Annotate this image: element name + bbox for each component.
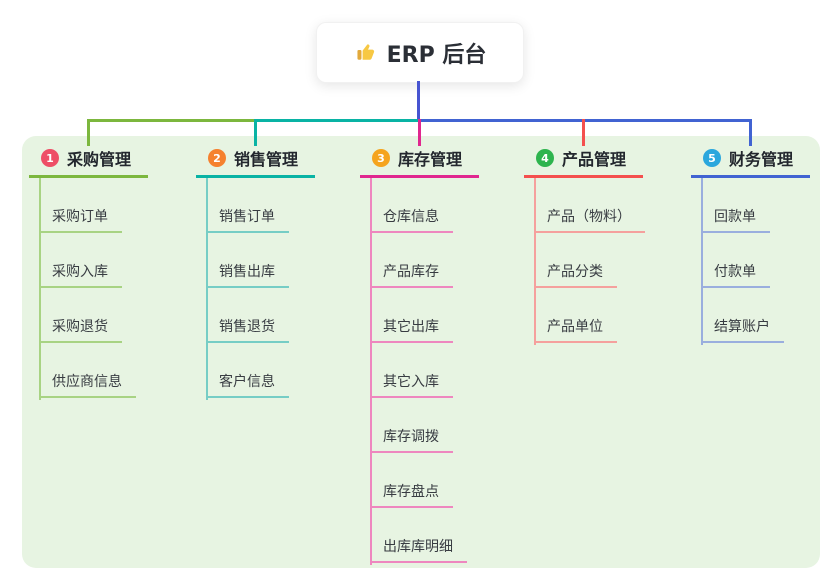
branch-number-badge: 5 (703, 149, 721, 167)
branch-spine-line (701, 178, 703, 345)
child-node-label: 出库库明细 (370, 536, 467, 563)
child-node[interactable]: 产品库存 (360, 233, 479, 288)
branch-children-product: 产品（物料） 产品分类产品单位 (524, 178, 645, 345)
child-node[interactable]: 库存盘点 (360, 453, 479, 508)
child-node[interactable]: 供应商信息 (29, 343, 148, 398)
branch-spine-line (370, 178, 372, 565)
child-node[interactable]: 回款单 (691, 178, 810, 233)
child-node[interactable]: 采购退货 (29, 288, 148, 343)
branch-drop-inventory (417, 119, 421, 146)
child-node[interactable]: 销售出库 (196, 233, 315, 288)
branch-sales: 2 销售管理销售订单销售出库销售退货客户信息 (196, 146, 315, 400)
root-connector-line (417, 81, 420, 122)
child-node-label: 回款单 (701, 206, 770, 233)
child-node-label: 采购入库 (39, 261, 122, 288)
child-node[interactable]: 采购订单 (29, 178, 148, 233)
child-node[interactable]: 销售订单 (196, 178, 315, 233)
bus-segment-green (86, 119, 257, 122)
branch-procurement: 1 采购管理采购订单采购入库采购退货供应商信息 (29, 146, 148, 400)
root-node-label: ERP 后台 (386, 42, 487, 68)
branch-node-label: 财务管理 (729, 150, 794, 169)
branch-node-inventory[interactable]: 3 库存管理 (360, 146, 479, 178)
branch-number-badge: 4 (536, 149, 554, 167)
branch-node-label: 采购管理 (67, 150, 132, 169)
bus-segment-teal (253, 119, 421, 122)
branch-spine-line (39, 178, 41, 400)
child-node-label: 销售订单 (206, 206, 289, 233)
branch-children-procurement: 采购订单采购入库采购退货供应商信息 (29, 178, 148, 400)
branch-inventory: 3 库存管理仓库信息产品库存其它出库其它入库库存调拨库存盘点出库库明细 (360, 146, 479, 565)
child-node[interactable]: 产品（物料） (524, 178, 645, 233)
child-node-label: 供应商信息 (39, 371, 136, 398)
branch-number-badge: 1 (41, 149, 59, 167)
child-node[interactable]: 仓库信息 (360, 178, 479, 233)
child-node-label: 产品单位 (534, 316, 617, 343)
child-node[interactable]: 销售退货 (196, 288, 315, 343)
thumbs-up-icon (354, 41, 377, 64)
child-node-label: 其它出库 (370, 316, 453, 343)
branch-node-label: 销售管理 (234, 150, 299, 169)
child-node[interactable]: 结算账户 (691, 288, 810, 343)
branch-drop-sales (253, 119, 257, 146)
branch-number-badge: 2 (208, 149, 226, 167)
child-node-label: 采购订单 (39, 206, 122, 233)
branch-children-inventory: 仓库信息产品库存其它出库其它入库库存调拨库存盘点出库库明细 (360, 178, 479, 565)
branch-spine-line (534, 178, 536, 345)
child-node[interactable]: 其它入库 (360, 343, 479, 398)
child-node[interactable]: 产品分类 (524, 233, 643, 288)
bus-segment-blue (417, 119, 752, 122)
branch-finance: 5 财务管理回款单付款单结算账户 (691, 146, 810, 345)
branch-children-finance: 回款单付款单结算账户 (691, 178, 810, 345)
child-node-label: 销售出库 (206, 261, 289, 288)
branch-node-label: 产品管理 (562, 150, 627, 169)
branches-background-panel (22, 136, 820, 568)
child-node-label: 产品库存 (370, 261, 453, 288)
child-node-label: 采购退货 (39, 316, 122, 343)
child-node-label: 结算账户 (701, 316, 784, 343)
child-node[interactable]: 产品单位 (524, 288, 643, 343)
child-node-label: 销售退货 (206, 316, 289, 343)
child-node[interactable]: 付款单 (691, 233, 810, 288)
child-node-label: 产品分类 (534, 261, 617, 288)
branch-node-procurement[interactable]: 1 采购管理 (29, 146, 148, 178)
child-node[interactable]: 其它出库 (360, 288, 479, 343)
child-node[interactable]: 客户信息 (196, 343, 315, 398)
child-node[interactable]: 出库库明细 (360, 508, 479, 563)
root-node-erp[interactable]: ERP 后台 (316, 22, 524, 83)
branch-spine-line (206, 178, 208, 400)
branch-node-finance[interactable]: 5 财务管理 (691, 146, 810, 178)
branch-drop-procurement (86, 119, 90, 146)
child-node-label: 库存盘点 (370, 481, 453, 508)
branch-product: 4 产品管理产品（物料） 产品分类产品单位 (524, 146, 645, 345)
branch-children-sales: 销售订单销售出库销售退货客户信息 (196, 178, 315, 400)
branch-node-label: 库存管理 (398, 150, 463, 169)
branch-node-sales[interactable]: 2 销售管理 (196, 146, 315, 178)
child-node-label: 其它入库 (370, 371, 453, 398)
branch-number-badge: 3 (372, 149, 390, 167)
child-node[interactable]: 库存调拨 (360, 398, 479, 453)
child-node-label: 仓库信息 (370, 206, 453, 233)
branch-node-product[interactable]: 4 产品管理 (524, 146, 643, 178)
branch-drop-product (581, 119, 585, 146)
child-node[interactable]: 采购入库 (29, 233, 148, 288)
branch-drop-finance (748, 119, 752, 146)
child-node-label: 付款单 (701, 261, 770, 288)
child-node-label: 客户信息 (206, 371, 289, 398)
child-node-label: 库存调拨 (370, 426, 453, 453)
child-node-label: 产品（物料） (534, 206, 645, 233)
